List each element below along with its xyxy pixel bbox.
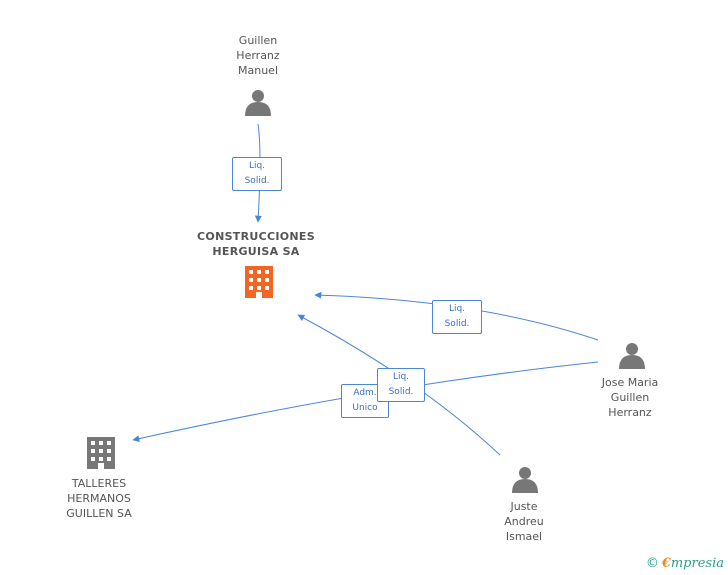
brand-logo-e: € <box>661 556 671 571</box>
edge-label-liq-solid: Liq. Solid. <box>432 300 482 334</box>
building-icon[interactable] <box>245 266 273 298</box>
copyright-icon: © <box>645 556 659 571</box>
person-icon[interactable] <box>619 343 645 369</box>
node-label-guillen-herranz-manuel[interactable]: Guillen Herranz Manuel <box>236 34 280 77</box>
edge-label-liq-solid: Liq. Solid. <box>377 368 425 402</box>
node-label-construcciones-herguisa[interactable]: CONSTRUCCIONES HERGUISA SA <box>197 230 315 258</box>
node-label-juste-andreu-ismael[interactable]: Juste Andreu Ismael <box>504 500 544 543</box>
person-icon[interactable] <box>512 467 538 493</box>
edge-label-liq-solid: Liq. Solid. <box>232 157 282 191</box>
brand-name: mpresia <box>670 556 724 571</box>
person-icon[interactable] <box>245 90 271 116</box>
node-label-jose-maria-guillen-herranz[interactable]: Jose Maria Guillen Herranz <box>601 376 659 419</box>
brand-footer: ©€mpresia <box>646 556 724 571</box>
building-icon[interactable] <box>87 437 115 469</box>
node-label-talleres-hermanos-guillen[interactable]: TALLERES HERMANOS GUILLEN SA <box>66 477 132 520</box>
